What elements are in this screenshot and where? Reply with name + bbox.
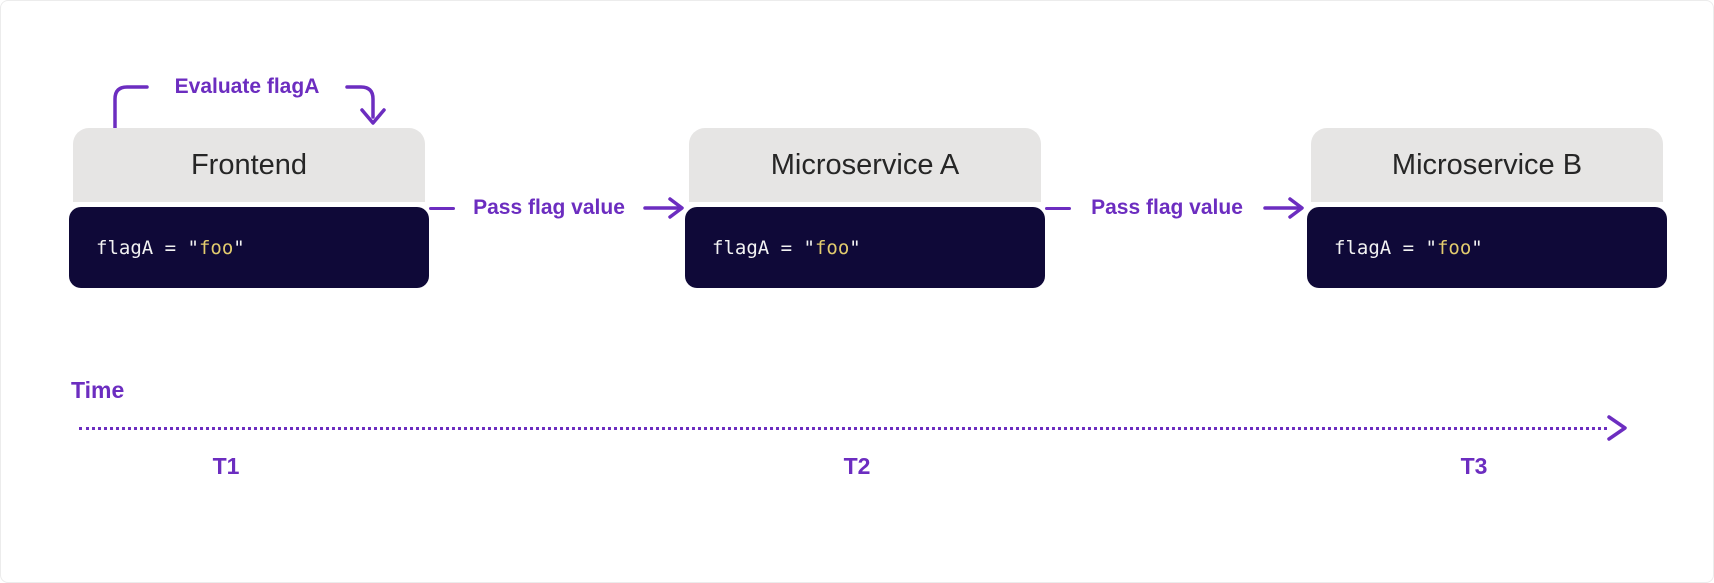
service-frontend-title: Frontend xyxy=(190,148,308,181)
service-microservice-b-code-block: flagA = "foo" xyxy=(1307,207,1667,288)
service-frontend: Frontend flagA = "foo" xyxy=(69,128,429,288)
time-axis-dotted-line xyxy=(79,427,1607,430)
time-axis-arrow-icon xyxy=(1607,415,1627,441)
service-microservice-a-header: Microservice A xyxy=(689,128,1041,202)
service-frontend-header: Frontend xyxy=(73,128,425,202)
code-suffix: " xyxy=(233,236,245,259)
service-microservice-b-title: Microservice B xyxy=(1391,148,1583,181)
code-suffix: " xyxy=(1471,236,1483,259)
code-prefix: flagA = " xyxy=(1334,236,1437,259)
code-line: flagA = "foo" xyxy=(96,237,245,259)
evaluate-bracket-arrow-icon xyxy=(113,85,386,131)
code-string-value: foo xyxy=(814,236,850,259)
connector-line xyxy=(1045,206,1071,210)
arrow-right-icon xyxy=(1263,197,1304,219)
code-line: flagA = "foo" xyxy=(1334,237,1483,259)
pass-flag-label-1: Pass flag value xyxy=(473,196,625,219)
service-microservice-b-header: Microservice B xyxy=(1311,128,1663,202)
code-prefix: flagA = " xyxy=(96,236,199,259)
time-tick-t3: T3 xyxy=(1460,453,1488,479)
code-prefix: flagA = " xyxy=(712,236,815,259)
evaluate-annotation-label: Evaluate flagA xyxy=(174,75,320,98)
connector-frontend-to-a: Pass flag value xyxy=(429,193,687,223)
time-tick-t2: T2 xyxy=(843,453,871,479)
code-line: flagA = "foo" xyxy=(712,237,861,259)
service-frontend-code-block: flagA = "foo" xyxy=(69,207,429,288)
pass-flag-label-2: Pass flag value xyxy=(1091,196,1243,219)
time-tick-t1: T1 xyxy=(212,453,240,479)
code-string-value: foo xyxy=(198,236,234,259)
service-microservice-b: Microservice B flagA = "foo" xyxy=(1307,128,1667,288)
connector-a-to-b: Pass flag value xyxy=(1045,193,1307,223)
service-microservice-a-code-block: flagA = "foo" xyxy=(685,207,1045,288)
service-microservice-a-title: Microservice A xyxy=(770,148,960,181)
connector-line xyxy=(429,206,455,210)
service-microservice-a: Microservice A flagA = "foo" xyxy=(685,128,1045,288)
code-suffix: " xyxy=(849,236,861,259)
time-axis-label: Time xyxy=(71,377,125,403)
arrow-right-icon xyxy=(643,197,684,219)
evaluate-annotation: Evaluate flagA xyxy=(101,71,393,133)
code-string-value: foo xyxy=(1436,236,1472,259)
